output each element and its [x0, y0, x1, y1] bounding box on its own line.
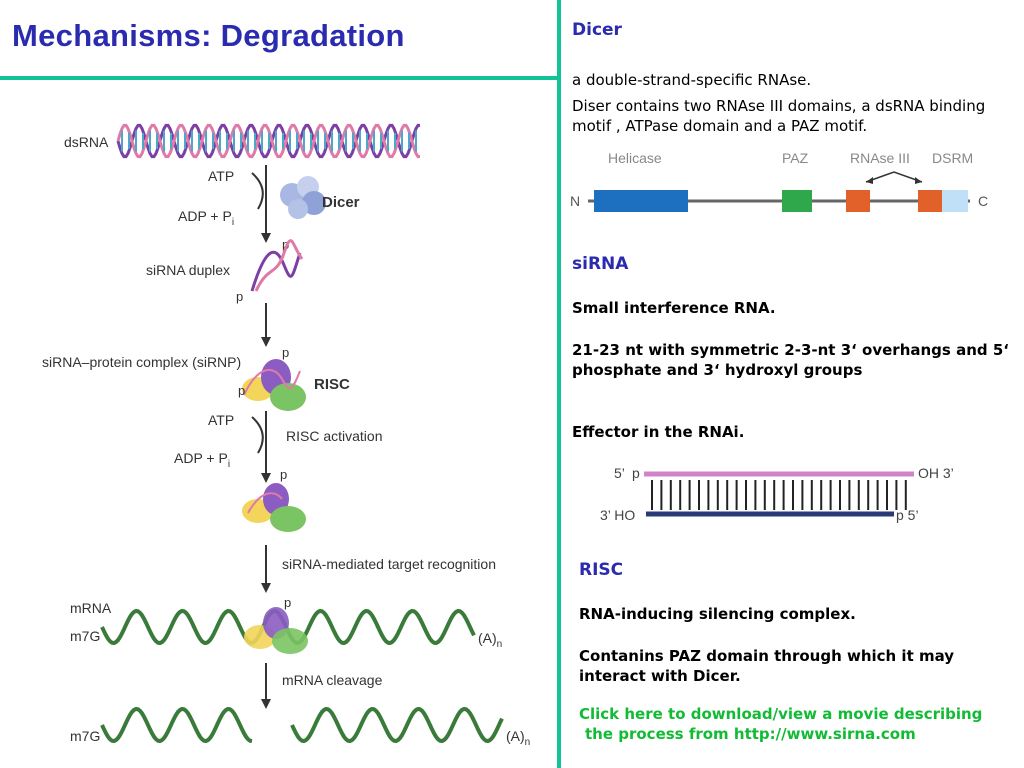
p-label-5: p	[280, 467, 287, 482]
dsrna-helix	[116, 123, 420, 159]
top-oh-label: OH 3’	[918, 465, 954, 481]
sirna-structure-diagram: 5’ p OH 3’ 3’ HO p 5’	[600, 465, 954, 523]
arrow-head-5	[261, 699, 271, 709]
arrow-head-3	[261, 473, 271, 483]
sirna-heading: siRNA	[572, 254, 629, 274]
adp-label-1: ADP + Pi	[178, 208, 234, 228]
risc-complex-icon-3	[244, 607, 308, 654]
mrna-cleavage-label: mRNA cleavage	[282, 672, 383, 688]
risc-complex-icon-2	[242, 483, 306, 532]
dicer-protein-icon	[280, 176, 326, 219]
atp-curve-1	[251, 172, 264, 210]
dicer-desc-1: a double-strand-specific RNAse.	[572, 71, 812, 89]
risc-desc-2: Contanins PAZ domain through which it ma…	[579, 647, 955, 685]
top-5prime-label: 5’	[614, 465, 625, 481]
risc-complex-icon-1	[242, 359, 306, 411]
sirna-desc-1: Small interference RNA.	[572, 299, 776, 317]
bottom-ho-label: 3’ HO	[600, 507, 635, 523]
sirnp-label: siRNA–protein complex (siRNP)	[42, 354, 241, 370]
sirna-desc-3: Effector in the RNAi.	[572, 423, 745, 441]
bottom-p-label: p 5’	[896, 507, 919, 523]
adp-label-2: ADP + Pi	[174, 450, 230, 470]
paz-label: PAZ	[782, 150, 809, 166]
rnase3-domain-a	[846, 190, 870, 212]
link-line-1[interactable]: Click here to download/view a movie desc…	[579, 705, 983, 723]
risc-heading: RISC	[579, 560, 624, 580]
m7g-label-2: m7G	[70, 728, 100, 744]
p-label-1: p	[282, 237, 289, 252]
risc-label: RISC	[314, 376, 350, 393]
dicer-heading: Dicer	[572, 20, 622, 40]
dicer-domain-diagram: Helicase PAZ RNAse III DSRM N C	[570, 150, 988, 212]
dsrm-label: DSRM	[932, 150, 973, 166]
atp-label-2: ATP	[208, 412, 234, 428]
atp-curve-2	[251, 416, 264, 454]
dsrna-label: dsRNA	[64, 134, 109, 150]
arrow-head-1	[261, 233, 271, 243]
arrow-right-head	[915, 177, 922, 184]
p-label-6: p	[284, 595, 291, 610]
paz-domain	[782, 190, 812, 212]
p-label-4: p	[238, 383, 245, 398]
column-divider	[557, 0, 561, 768]
risc-desc-1: RNA-inducing silencing complex.	[579, 605, 856, 623]
sirna-duplex-helix	[250, 239, 304, 292]
target-recognition-label: siRNA-mediated target recognition	[282, 556, 496, 572]
rnase3-domain-b	[918, 190, 942, 212]
base-pairs	[651, 480, 907, 510]
rnase3-pair-arrow	[865, 171, 923, 183]
dicer-label: Dicer	[322, 194, 360, 211]
rnai-pathway-diagram: dsRNA ATP ADP + Pi Dicer p siRNA duplex …	[42, 123, 530, 748]
mrna-label: mRNA	[70, 600, 112, 616]
link-line-2[interactable]: the process from http://www.sirna.com	[585, 725, 916, 743]
sirna-duplex-label: siRNA duplex	[146, 262, 230, 278]
dicer-desc-2: Diser contains two RNAse III domains, a …	[572, 97, 986, 135]
helicase-label: Helicase	[608, 150, 662, 166]
arrow-head-2	[261, 337, 271, 347]
risc-activation-label: RISC activation	[286, 428, 382, 444]
title-divider	[0, 76, 560, 80]
arrow-left-head	[866, 177, 873, 184]
c-terminus-label: C	[978, 193, 988, 209]
m7g-label-1: m7G	[70, 628, 100, 644]
mrna-fragment-5prime	[100, 706, 253, 744]
dsrm-domain	[942, 190, 968, 212]
rnase3-label: RNAse III	[850, 150, 910, 166]
p-label-3: p	[282, 345, 289, 360]
n-terminus-label: N	[570, 193, 580, 209]
sirna-desc-2: 21-23 nt with symmetric 2-3-nt 3‘ overha…	[572, 341, 1009, 379]
arrow-head-4	[261, 583, 271, 593]
polya-label-1: (A)n	[478, 630, 502, 650]
helicase-domain	[594, 190, 688, 212]
top-phosphate-label: p	[632, 465, 640, 481]
sirna-movie-link[interactable]: Click here to download/view a movie desc…	[579, 704, 1019, 744]
p-label-2: p	[236, 289, 243, 304]
mrna-fragment-3prime	[290, 706, 504, 744]
atp-label-1: ATP	[208, 168, 234, 184]
polya-label-2: (A)n	[506, 728, 530, 748]
slide-title: Mechanisms: Degradation	[12, 18, 405, 53]
